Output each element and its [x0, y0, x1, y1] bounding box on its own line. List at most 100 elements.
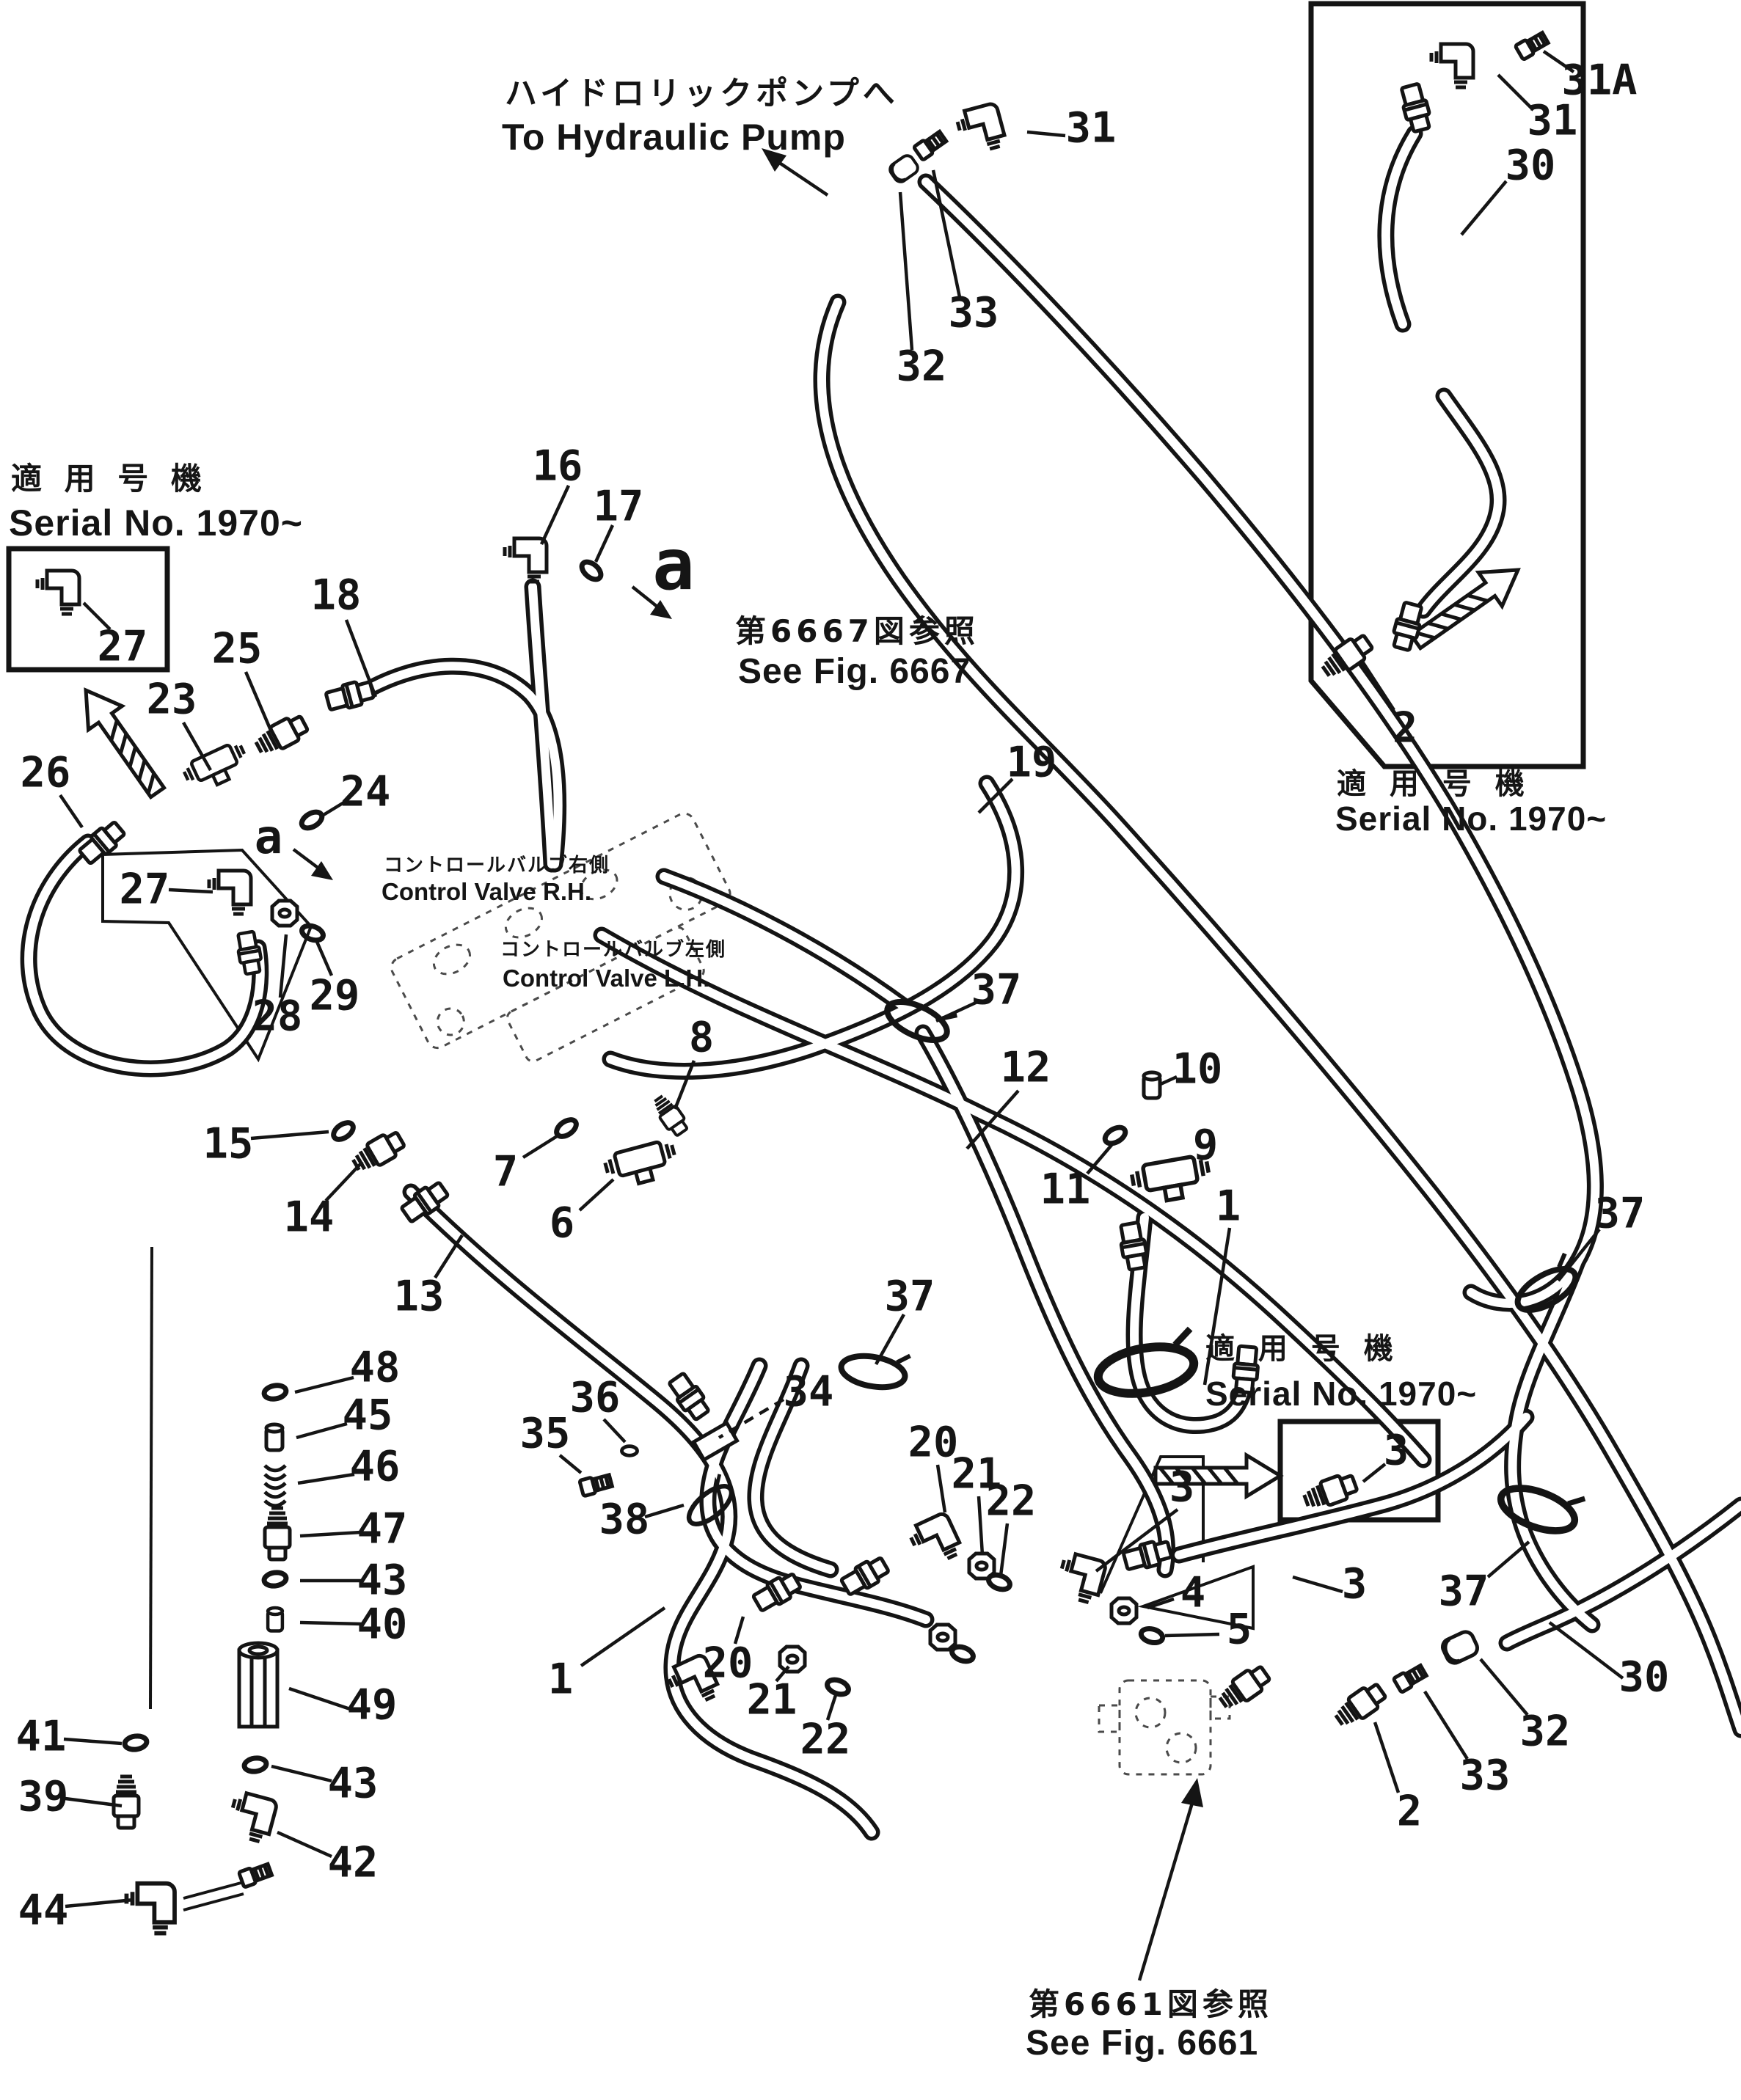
hose-1-coupling-end: [1232, 1346, 1259, 1394]
callout-31-top-leader: [1026, 130, 1066, 138]
callout-1-low-leader: [580, 1606, 666, 1667]
part-33-bolt: [913, 130, 947, 161]
callout-3-inset-leader: [1362, 1463, 1387, 1483]
part-27-elbow-box: [37, 571, 79, 614]
hose-30-box-lower-core: [1419, 392, 1503, 615]
callout-15-leader: [250, 1130, 329, 1141]
callout-1-right-leader: [1202, 1227, 1232, 1386]
callout-49-leader: [288, 1686, 351, 1711]
part-27-elbow-mid: [209, 871, 251, 914]
callout-outline-4: [1137, 1565, 1255, 1631]
part-32-grommet-low: [1440, 1629, 1480, 1665]
hose-13-s-curve-core: [406, 1188, 876, 1837]
callout-37-low-leader: [1486, 1540, 1530, 1578]
hatched-arrow-to-box-27: [69, 678, 174, 804]
see-fig-6661-arrow: [1137, 1778, 1203, 1981]
callout-11-leader: [1086, 1143, 1114, 1175]
hose-1-u-turn-core: [1130, 1213, 1251, 1430]
hose-18-coupling: [325, 678, 375, 713]
callout-18-leader: [344, 619, 378, 698]
hose-12-descender-core: [919, 1028, 1172, 1574]
callout-2-low-leader: [1373, 1722, 1401, 1793]
part-42-elbow: [226, 1790, 277, 1843]
callout-3-tri-leader: [1095, 1508, 1179, 1573]
part-45-plug: [266, 1424, 282, 1450]
part-22-oring-low: [825, 1677, 850, 1697]
part-48-oring: [263, 1384, 288, 1401]
a-arrow-right: [631, 585, 672, 619]
hose-loop-ring: [1092, 1329, 1200, 1400]
callout-30-low-leader: [1548, 1621, 1624, 1680]
control-valve-ghost: [390, 812, 731, 1063]
callout-45-leader: [296, 1422, 348, 1440]
callout-16-leader: [539, 485, 571, 545]
callout-43-low-leader: [271, 1764, 332, 1783]
callout-21-up-leader: [977, 1496, 985, 1556]
part-40-spacer: [268, 1608, 282, 1631]
callout-outline-27-28-29: [101, 848, 313, 1063]
part-49-cylinder: [239, 1643, 277, 1727]
part-25-fitting: [253, 712, 310, 758]
hatched-arrow-to-inset-3: [1156, 1455, 1280, 1496]
tube-from-elbow-16-core: [528, 582, 556, 868]
part-28-nut: [272, 901, 297, 926]
fittings-layer: [37, 31, 1585, 1933]
hose-30-lower-core: [1503, 1501, 1741, 1647]
callout-4-leader: [1147, 1597, 1175, 1610]
part-21-nut-low: [780, 1647, 805, 1672]
hose-30-box-upper-core: [1381, 129, 1419, 329]
callout-14-leader: [324, 1160, 364, 1202]
callout-24-leader: [318, 800, 348, 819]
part-4-nut: [1112, 1598, 1136, 1623]
part-31-elbow: [955, 103, 1007, 156]
part-8-fitting: [651, 1093, 690, 1138]
callout-48-leader: [294, 1375, 354, 1394]
callout-37-mid-leader: [935, 1000, 978, 1023]
hose-coupling-center-2: [839, 1554, 891, 1598]
part-15-oring: [331, 1119, 357, 1143]
callout-33-top-leader: [931, 169, 962, 298]
callout-35-leader: [558, 1454, 583, 1474]
callout-22-low-leader: [825, 1692, 839, 1721]
callout-13-leader: [434, 1234, 464, 1279]
callout-23-leader: [182, 721, 212, 772]
callout-28-leader: [278, 934, 288, 998]
callout-44-leader: [65, 1898, 134, 1909]
callout-19-leader: [977, 778, 1014, 814]
pipe-44-b: [183, 1892, 244, 1911]
part-35-bolt: [580, 1473, 613, 1496]
hose-18-core: [354, 662, 563, 868]
inset-box-3: [1277, 1419, 1441, 1523]
part-24-oring: [299, 809, 325, 832]
callout-20-up-leader: [935, 1464, 947, 1513]
callout-21-low-leader: [775, 1665, 790, 1683]
callout-25-leader: [244, 671, 274, 733]
callout-27-mid-leader: [168, 888, 213, 894]
part-32-grommet: [888, 153, 920, 184]
part-41-oring: [124, 1735, 147, 1751]
callout-27-box-leader: [82, 601, 112, 631]
a-arrow-left: [292, 848, 333, 880]
nut-extra-low: [930, 1625, 955, 1650]
part-16-elbow: [505, 538, 547, 582]
callout-34-leader: [718, 1398, 785, 1439]
oring-extra-low: [950, 1644, 975, 1664]
callout-17-leader: [594, 524, 615, 563]
callout-8-leader: [673, 1060, 696, 1110]
part-44-elbow: [126, 1884, 175, 1933]
hose-30-coupling-top: [1398, 83, 1433, 133]
callout-22-up-leader: [999, 1523, 1010, 1576]
hose-19-core: [606, 779, 1021, 1076]
callout-6-leader: [578, 1178, 615, 1212]
callout-26-leader: [59, 794, 84, 829]
callout-31-box-leader: [1497, 73, 1535, 111]
callout-outline-3: [1099, 1455, 1205, 1594]
callout-33-low-leader: [1423, 1690, 1469, 1760]
part-33-bolt-low: [1393, 1664, 1428, 1693]
pump-arrow: [762, 148, 829, 197]
part-43-oring-col: [263, 1571, 287, 1587]
part-46-spring: [265, 1466, 285, 1506]
hose-to-valve-right-core: [1175, 1413, 1530, 1559]
